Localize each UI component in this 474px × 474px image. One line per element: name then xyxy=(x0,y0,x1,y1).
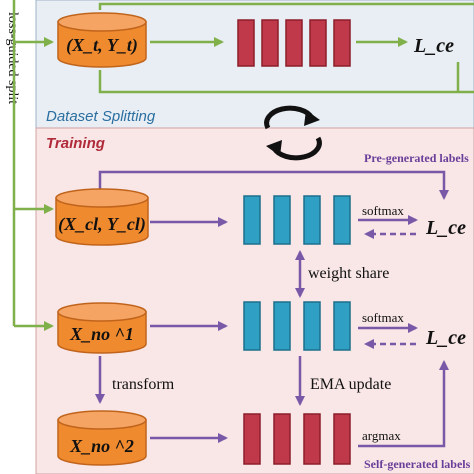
dataset-label-noisy-1: X_no ^1 xyxy=(69,324,134,344)
network-block-noisy-4 xyxy=(333,301,351,351)
loss-top: L_ce xyxy=(413,35,454,57)
softmax-label-1: softmax xyxy=(362,203,404,218)
network-block-noisy-1 xyxy=(243,301,261,351)
network-block-ema-3 xyxy=(303,413,321,465)
pre-generated-labels: Pre-generated labels xyxy=(364,151,469,165)
network-block-ema-1 xyxy=(243,413,261,465)
dataset-splitting-title: Dataset Splitting xyxy=(46,108,156,125)
dataset-label-noisy-2: X_no ^2 xyxy=(69,436,134,456)
cycle-icon xyxy=(264,105,322,161)
loss-clean: L_ce xyxy=(425,217,466,239)
network-block-clean-1 xyxy=(243,195,261,245)
network-block-top-4 xyxy=(309,19,327,67)
network-block-top-2 xyxy=(261,19,279,67)
network-block-top-1 xyxy=(237,19,255,67)
network-block-noisy-2 xyxy=(273,301,291,351)
self-generated-labels: Self-generated labels xyxy=(364,457,471,471)
dataset-cylinder-top: (X_t, Y_t) xyxy=(57,12,147,68)
network-block-clean-4 xyxy=(333,195,351,245)
ema-update-label: EMA update xyxy=(310,376,391,393)
network-block-top-5 xyxy=(333,19,351,67)
softmax-label-2: softmax xyxy=(362,310,404,325)
network-block-ema-4 xyxy=(333,413,351,465)
transform-label: transform xyxy=(112,376,175,393)
network-block-clean-3 xyxy=(303,195,321,245)
training-title: Training xyxy=(46,135,105,152)
dataset-cylinder-noisy-1: X_no ^1 xyxy=(57,302,147,354)
argmax-label: argmax xyxy=(362,428,401,443)
loss-noisy: L_ce xyxy=(425,327,466,349)
dataset-label-top: (X_t, Y_t) xyxy=(66,35,138,56)
network-block-noisy-3 xyxy=(303,301,321,351)
dataset-cylinder-clean: (X_cl, Y_cl) xyxy=(55,188,149,246)
network-block-clean-2 xyxy=(273,195,291,245)
network-block-ema-2 xyxy=(273,413,291,465)
dataset-cylinder-noisy-2: X_no ^2 xyxy=(57,410,147,466)
dataset-label-clean: (X_cl, Y_cl) xyxy=(58,214,146,235)
loss-guided-split-label: loss-guided split xyxy=(5,12,20,104)
network-block-top-3 xyxy=(285,19,303,67)
weight-share-label: weight share xyxy=(308,265,389,282)
